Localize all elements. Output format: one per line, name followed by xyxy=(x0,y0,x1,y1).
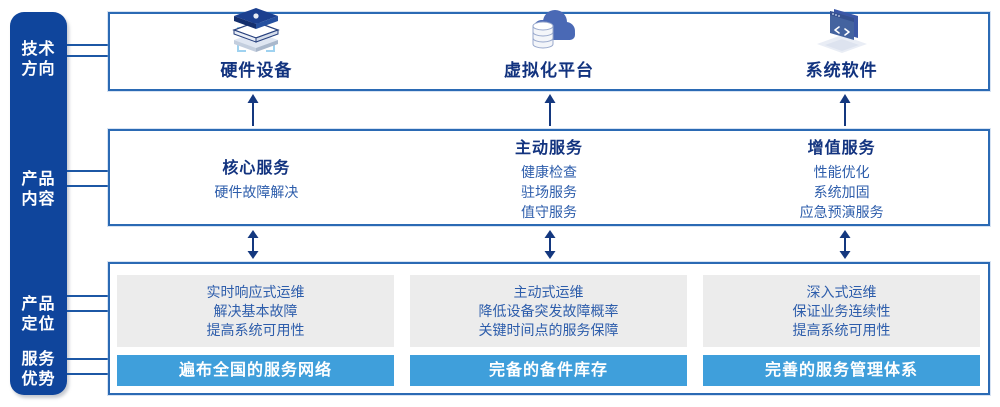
positioning-panel: 主动式运维 降低设备突发故障概率 关键时间点的服务保障 xyxy=(410,275,687,347)
advantage-bar: 遍布全国的服务网络 xyxy=(117,355,394,386)
positioning-line: 关键时间点的服务保障 xyxy=(478,321,619,338)
double-arrow-icon xyxy=(246,230,260,259)
sidebar-label-line: 服务 xyxy=(21,351,56,368)
cloud-database-icon xyxy=(519,4,579,54)
positioning-advantage-box: 实时响应式运维 解决基本故障 提高系统可用性 遍布全国的服务网络 主动式运维 降… xyxy=(108,262,990,395)
product-content-box: 核心服务 硬件故障解决 主动服务 健康检查 驻场服务 值守服务 增值服务 性能优… xyxy=(108,129,990,226)
positioning-line: 实时响应式运维 xyxy=(206,283,305,300)
advantage-bar: 完备的备件库存 xyxy=(410,355,687,386)
positioning-panel: 深入式运维 保证业务连续性 提高系统可用性 xyxy=(703,275,980,347)
positioning-line: 主动式运维 xyxy=(513,283,584,300)
service-col-proactive: 主动服务 健康检查 驻场服务 值守服务 xyxy=(403,131,696,224)
connector-line xyxy=(67,295,108,297)
sidebar-label-line: 技术 xyxy=(21,41,56,58)
sidebar-label-line: 内容 xyxy=(21,191,56,208)
positioning-line: 提高系统可用性 xyxy=(792,321,891,338)
sidebar-label-product-content: 产品内容 xyxy=(10,170,67,210)
tech-label: 系统软件 xyxy=(805,61,878,80)
service-item: 驻场服务 xyxy=(521,183,577,200)
double-arrow-icon xyxy=(838,230,852,259)
service-item: 系统加固 xyxy=(813,183,870,200)
connector-line xyxy=(67,185,108,187)
service-title: 主动服务 xyxy=(515,139,584,157)
service-title: 增值服务 xyxy=(807,139,876,157)
service-item: 应急预演服务 xyxy=(799,203,884,220)
sidebar-label-product-positioning: 产品定位 xyxy=(10,295,67,335)
service-col-core: 核心服务 硬件故障解决 xyxy=(110,131,403,224)
tech-col-hardware: 硬件设备 xyxy=(110,8,403,89)
sidebar-label-line: 方向 xyxy=(21,61,56,78)
service-item: 值守服务 xyxy=(521,203,577,220)
server-stack-icon xyxy=(226,4,286,54)
double-arrow-icon xyxy=(543,230,557,259)
up-arrow-icon xyxy=(543,94,557,126)
tech-label: 虚拟化平台 xyxy=(504,61,594,80)
sidebar-label-line: 产品 xyxy=(21,296,56,313)
service-title: 核心服务 xyxy=(222,159,291,177)
advantage-bar: 完善的服务管理体系 xyxy=(703,355,980,386)
connector-line xyxy=(67,55,108,57)
sidebar: 技术方向 产品内容 产品定位 服务优势 xyxy=(10,12,67,395)
service-col-value-added: 增值服务 性能优化 系统加固 应急预演服务 xyxy=(695,131,988,224)
connector-line xyxy=(67,310,108,312)
connector-line xyxy=(67,373,108,375)
sidebar-label-line: 产品 xyxy=(21,171,56,188)
positioning-line: 保证业务连续性 xyxy=(792,302,891,319)
tech-direction-box: 硬件设备 xyxy=(108,8,990,91)
service-item: 硬件故障解决 xyxy=(214,183,299,200)
service-item: 健康检查 xyxy=(521,163,577,180)
bottom-col-indepth: 深入式运维 保证业务连续性 提高系统可用性 完善的服务管理体系 xyxy=(703,275,980,393)
positioning-line: 提高系统可用性 xyxy=(206,321,305,338)
connector-line xyxy=(67,170,108,172)
service-item: 性能优化 xyxy=(813,163,870,180)
bottom-col-realtime: 实时响应式运维 解决基本故障 提高系统可用性 遍布全国的服务网络 xyxy=(117,275,394,393)
up-arrow-icon xyxy=(838,94,852,126)
up-arrow-icon xyxy=(246,94,260,126)
sidebar-label-tech-direction: 技术方向 xyxy=(10,40,67,80)
sidebar-label-service-advantages: 服务优势 xyxy=(10,350,67,390)
positioning-panel: 实时响应式运维 解决基本故障 提高系统可用性 xyxy=(117,275,394,347)
bottom-col-proactive: 主动式运维 降低设备突发故障概率 关键时间点的服务保障 完备的备件库存 xyxy=(410,275,687,393)
tech-label: 硬件设备 xyxy=(220,61,293,80)
tech-col-system-software: 系统软件 xyxy=(695,9,988,89)
positioning-line: 降低设备突发故障概率 xyxy=(478,302,619,319)
sidebar-label-line: 优势 xyxy=(21,371,56,388)
tech-col-virtualization: 虚拟化平台 xyxy=(403,10,696,89)
positioning-line: 解决基本故障 xyxy=(213,302,298,319)
connector-line xyxy=(67,358,108,360)
connector-line xyxy=(67,44,108,46)
sidebar-label-line: 定位 xyxy=(21,316,56,333)
code-window-icon xyxy=(812,4,872,54)
positioning-line: 深入式运维 xyxy=(806,283,877,300)
